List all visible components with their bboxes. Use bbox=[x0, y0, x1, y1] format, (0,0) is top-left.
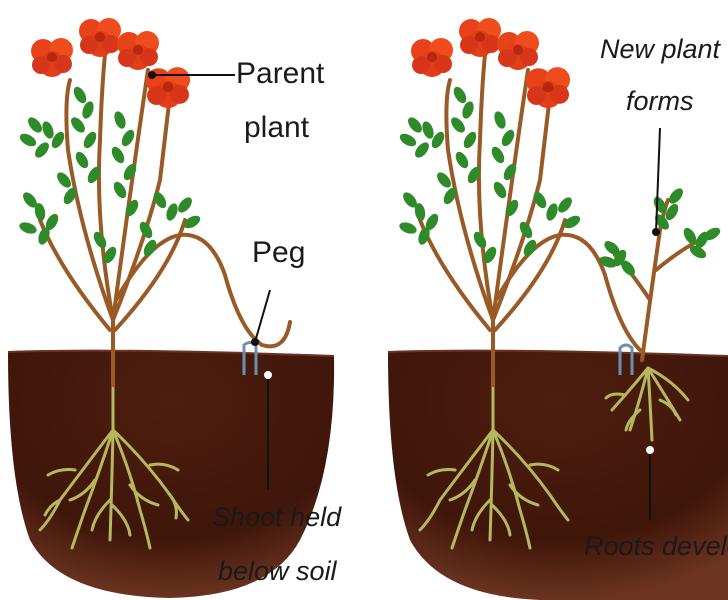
label-peg: Peg bbox=[252, 236, 305, 269]
label-parent-plant-line2: plant bbox=[244, 111, 310, 144]
label-new-plant-line2: forms bbox=[626, 86, 694, 116]
label-shoot-held-line2: below soil bbox=[218, 556, 338, 586]
right-panel: New plant forms Roots develop bbox=[388, 18, 728, 600]
left-panel: Parent plant Peg Shoot held below soil bbox=[8, 18, 342, 598]
label-new-plant-line1: New plant bbox=[600, 34, 722, 64]
flower-icon bbox=[411, 18, 570, 108]
flower-icon bbox=[31, 18, 190, 108]
label-roots-develop: Roots develop bbox=[584, 531, 728, 561]
label-parent-plant-line1: Parent bbox=[236, 57, 325, 90]
label-shoot-held-line1: Shoot held bbox=[212, 502, 342, 532]
